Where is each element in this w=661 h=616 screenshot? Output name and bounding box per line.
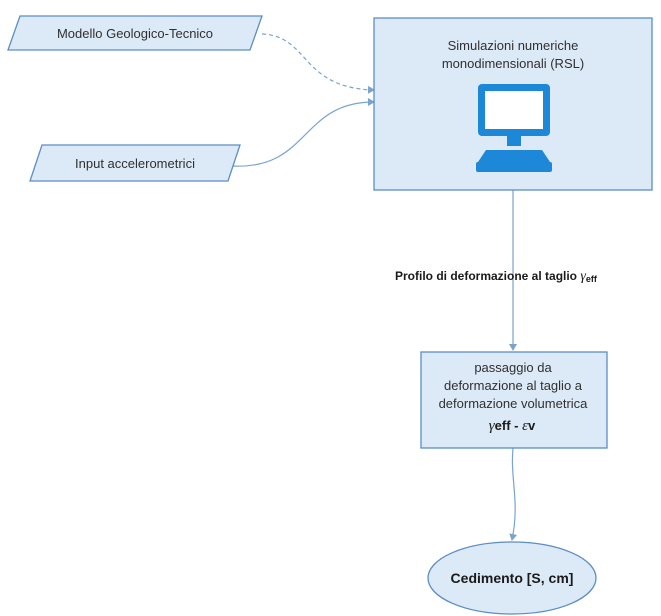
simulation-label-line2: monodimensionali (RSL) (442, 56, 584, 71)
connector-accel-to-simulation (231, 98, 375, 167)
conversion-node[interactable]: passaggio da deformazione al taglio a de… (420, 351, 608, 449)
geo-model-input-node[interactable]: Modello Geologico-Tecnico (7, 15, 263, 51)
conversion-formula: γeff - εv (489, 418, 536, 434)
result-node[interactable]: Cedimento [S, cm] (427, 541, 597, 615)
conversion-label-line2: deformazione al taglio a (444, 378, 583, 393)
result-label: Cedimento [S, cm] (451, 570, 574, 586)
accel-input-label: Input accelerometrici (75, 156, 195, 171)
conversion-label-line3: deformazione volumetrica (439, 396, 589, 411)
geo-model-label: Modello Geologico-Tecnico (57, 26, 213, 41)
simulation-node[interactable]: Simulazioni numeriche monodimensionali (… (373, 17, 653, 191)
strain-profile-edge-label: Profilo di deformazione al taglio γeff (395, 269, 598, 284)
connector-geo-to-simulation (261, 33, 375, 94)
conversion-label-line1: passaggio da (474, 360, 552, 375)
connector-conversion-to-result (509, 447, 518, 541)
computer-monitor-icon (476, 84, 552, 172)
accel-input-node[interactable]: Input accelerometrici (29, 144, 241, 182)
simulation-label-line1: Simulazioni numeriche (448, 38, 579, 53)
